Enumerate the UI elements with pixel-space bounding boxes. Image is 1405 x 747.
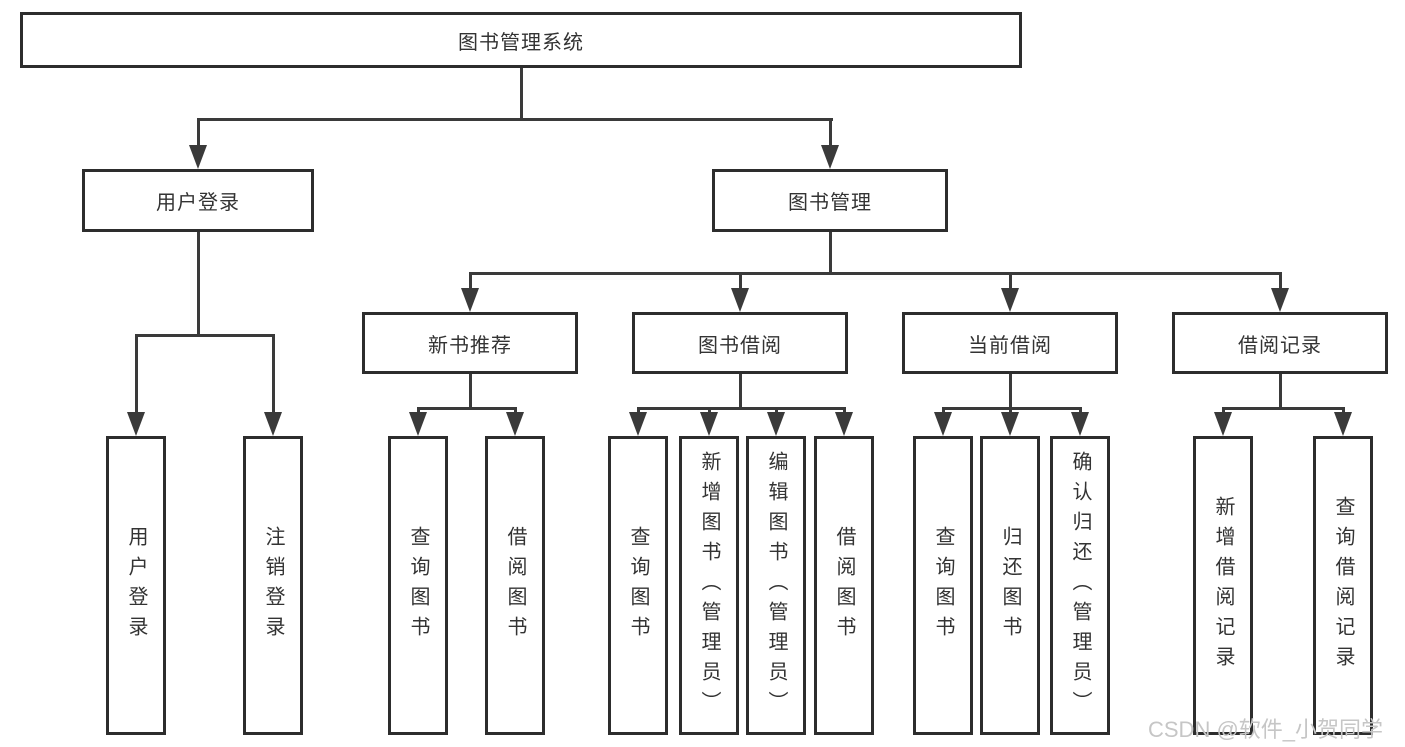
node-label: 编辑图书（管理员） [765, 450, 787, 721]
node-label: 用户登录 [125, 525, 147, 646]
node-label: 查询图书 [932, 525, 954, 646]
connector-arrow-bb-add [708, 407, 711, 415]
leaf-confirm-return-admin: 确认归还（管理员） [1050, 436, 1110, 735]
arrowhead-bb-edit [767, 412, 785, 436]
node-book-borrowing: 图书借阅 [632, 312, 848, 374]
leaf-user-login: 用户登录 [106, 436, 166, 735]
connector-book-management-bar [469, 272, 1282, 275]
connector-book-borrowing-bar [637, 407, 846, 410]
connector-book-borrowing-stem [739, 374, 742, 407]
arrowhead-current-borrowing [1001, 288, 1019, 312]
connector-arrow-cb-confirm [1079, 407, 1082, 415]
leaf-borrow-books-recommend: 借阅图书 [485, 436, 545, 735]
connector-arrow-bb-query [637, 407, 640, 415]
node-label: 新增图书（管理员） [698, 450, 720, 721]
connector-arrow-user-login [197, 118, 200, 148]
node-book-management: 图书管理 [712, 169, 948, 232]
connector-arrow-nb-query [417, 407, 420, 415]
node-library-system: 图书管理系统 [20, 12, 1022, 68]
arrowhead-nb-borrow [506, 412, 524, 436]
connector-new-book-stem [469, 374, 472, 407]
leaf-query-books-borrowing: 查询图书 [608, 436, 668, 735]
node-current-borrowing: 当前借阅 [902, 312, 1118, 374]
connector-arrow-br-query [1342, 407, 1345, 415]
connector-arrow-book-management [829, 118, 832, 148]
node-label: 新书推荐 [428, 334, 512, 357]
leaf-logout-login: 注销登录 [243, 436, 303, 735]
node-borrowing-records: 借阅记录 [1172, 312, 1388, 374]
connector-arrow-cb-return [1009, 407, 1012, 415]
leaf-query-books-current: 查询图书 [913, 436, 973, 735]
leaf-query-borrow-record: 查询借阅记录 [1313, 436, 1373, 735]
connector-arrow-br-add [1222, 407, 1225, 415]
arrowhead-new-book [461, 288, 479, 312]
leaf-borrow-books-borrowing: 借阅图书 [814, 436, 874, 735]
leaf-return-books: 归还图书 [980, 436, 1040, 735]
node-label: 图书管理 [788, 192, 872, 214]
leaf-query-books-recommend: 查询图书 [388, 436, 448, 735]
node-label: 新增借阅记录 [1212, 495, 1234, 676]
arrowhead-nb-query [409, 412, 427, 436]
node-label: 注销登录 [262, 525, 284, 646]
connector-user-login-bar [135, 334, 275, 337]
arrowhead-br-query [1334, 412, 1352, 436]
connector-root-stem [520, 68, 523, 118]
node-new-book-recommendation: 新书推荐 [362, 312, 578, 374]
connector-current-borrowing-stem [1009, 374, 1012, 407]
node-label: 图书管理系统 [458, 31, 584, 54]
connector-book-management-stem [829, 232, 832, 272]
node-user-login: 用户登录 [82, 169, 314, 232]
arrowhead-cb-return [1001, 412, 1019, 436]
connector-arrow-cb-query [942, 407, 945, 415]
arrowhead-borrowing-records [1271, 288, 1289, 312]
arrowhead-br-add [1214, 412, 1232, 436]
node-label: 查询借阅记录 [1332, 495, 1354, 676]
arrowhead-user-login [189, 145, 207, 169]
connector-arrow-book-borrowing [739, 272, 742, 290]
connector-borrowing-records-bar [1222, 407, 1345, 410]
node-label: 借阅图书 [833, 525, 855, 646]
connector-arrow-borrowing-records [1279, 272, 1282, 290]
connector-arrow-leaf-user-login [135, 334, 138, 414]
node-label: 用户登录 [156, 192, 240, 214]
node-label: 查询图书 [407, 525, 429, 646]
node-label: 归还图书 [999, 525, 1021, 646]
arrowhead-bb-query [629, 412, 647, 436]
arrowhead-bb-add [700, 412, 718, 436]
arrowhead-cb-confirm [1071, 412, 1089, 436]
arrowhead-book-management [821, 145, 839, 169]
node-label: 查询图书 [627, 525, 649, 646]
arrowhead-leaf-user-login [127, 412, 145, 436]
connector-root-bar [197, 118, 833, 121]
connector-arrow-new-book [469, 272, 472, 290]
connector-arrow-current-borrowing [1009, 272, 1012, 290]
connector-arrow-bb-edit [775, 407, 778, 415]
arrowhead-cb-query [934, 412, 952, 436]
node-label: 当前借阅 [968, 334, 1052, 357]
connector-borrowing-records-stem [1279, 374, 1282, 407]
connector-new-book-bar [417, 407, 517, 410]
connector-arrow-leaf-logout [272, 334, 275, 414]
node-label: 确认归还（管理员） [1069, 450, 1091, 721]
arrowhead-bb-borrow [835, 412, 853, 436]
leaf-add-books-admin: 新增图书（管理员） [679, 436, 739, 735]
arrowhead-leaf-logout [264, 412, 282, 436]
node-label: 借阅图书 [504, 525, 526, 646]
node-label: 图书借阅 [698, 334, 782, 357]
leaf-add-borrow-record: 新增借阅记录 [1193, 436, 1253, 735]
connector-user-login-stem [197, 232, 200, 334]
node-label: 借阅记录 [1238, 334, 1322, 357]
leaf-edit-books-admin: 编辑图书（管理员） [746, 436, 806, 735]
arrowhead-book-borrowing [731, 288, 749, 312]
connector-current-borrowing-bar [942, 407, 1082, 410]
connector-arrow-bb-borrow [843, 407, 846, 415]
connector-arrow-nb-borrow [514, 407, 517, 415]
csdn-watermark: CSDN @软件_小贺同学 [1148, 717, 1384, 742]
